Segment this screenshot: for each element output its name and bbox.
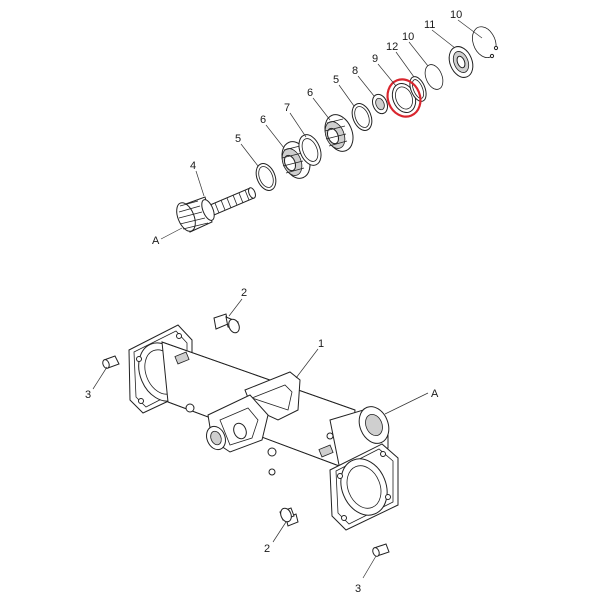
callout-4: 4 bbox=[190, 160, 196, 172]
callout-5a: 5 bbox=[235, 133, 241, 145]
part-10-snap-ring-a[interactable] bbox=[422, 62, 447, 92]
callout-7: 7 bbox=[284, 102, 290, 114]
part-4-pinion-gear[interactable] bbox=[173, 187, 257, 234]
callout-10a: 10 bbox=[402, 31, 414, 43]
callout-a-bot: A bbox=[431, 388, 439, 400]
part-3-dowel-pin-b[interactable] bbox=[372, 543, 390, 557]
callout-a-top: A bbox=[152, 235, 160, 247]
axle-housing-assembly bbox=[102, 313, 399, 557]
part-8-lock-nut[interactable] bbox=[370, 92, 390, 116]
callout-3b: 3 bbox=[355, 583, 361, 595]
part-5-shim-ring-a[interactable] bbox=[252, 161, 279, 194]
part-7-bearing-cup[interactable] bbox=[295, 131, 326, 168]
part-2-bolt-a[interactable] bbox=[213, 313, 241, 334]
callout-2a: 2 bbox=[241, 287, 247, 299]
part-10-snap-ring-b[interactable] bbox=[472, 26, 499, 59]
highlight-circle bbox=[386, 78, 422, 118]
callout-11: 11 bbox=[424, 19, 435, 31]
part-11-oil-seal[interactable] bbox=[445, 43, 477, 81]
part-3-dowel-pin-a[interactable] bbox=[102, 355, 120, 369]
callout-5b: 5 bbox=[333, 74, 339, 86]
part-5-shim-ring-b[interactable] bbox=[348, 101, 375, 134]
callout-3a: 3 bbox=[85, 389, 91, 401]
callout-6b: 6 bbox=[307, 87, 313, 99]
callout-8: 8 bbox=[352, 65, 358, 77]
callout-9: 9 bbox=[372, 53, 378, 65]
part-6-roller-bearing-b[interactable] bbox=[320, 111, 358, 156]
callout-6a: 6 bbox=[260, 114, 266, 126]
callout-10b: 10 bbox=[450, 9, 462, 21]
callout-labels: A 4 5 6 7 6 5 8 9 12 10 11 10 2 1 3 A 2 … bbox=[85, 9, 462, 595]
callout-2b: 2 bbox=[264, 543, 270, 555]
upper-leader-lines bbox=[160, 19, 483, 240]
callout-1: 1 bbox=[318, 338, 324, 350]
pinion-shaft-assembly bbox=[173, 26, 499, 234]
part-1-axle-housing[interactable] bbox=[128, 324, 399, 531]
part-2-bolt-b[interactable] bbox=[279, 507, 299, 527]
lower-leader-lines bbox=[92, 298, 429, 579]
callout-12: 12 bbox=[386, 41, 398, 53]
